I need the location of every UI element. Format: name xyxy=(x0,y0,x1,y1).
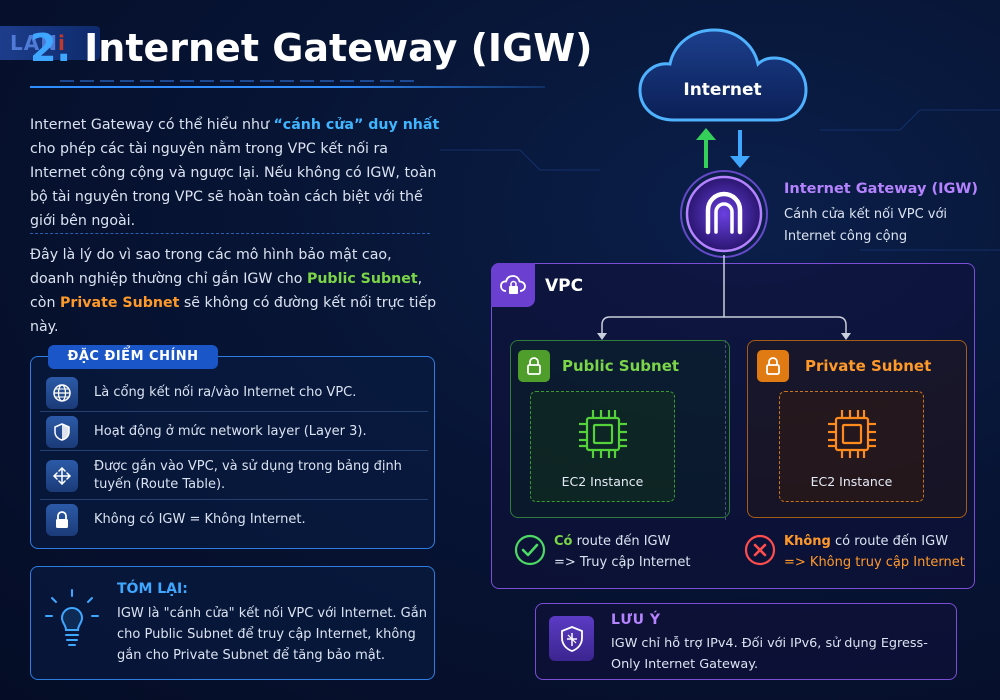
public-subnet-title: Public Subnet xyxy=(562,357,680,375)
feature-text: Là cổng kết nối ra/vào Internet cho VPC. xyxy=(94,384,357,400)
cpu-chip-icon xyxy=(828,410,876,458)
feature-item: Không có IGW = Không Internet. xyxy=(40,501,428,539)
internet-cloud-icon xyxy=(638,28,808,122)
logo: LANi xyxy=(10,31,66,55)
title-decoration xyxy=(60,76,430,86)
summary-title: TÓM LẠI: xyxy=(117,581,188,597)
logo-bar xyxy=(0,26,100,60)
igw-description: Cánh cửa kết nối VPC với Internet công c… xyxy=(784,207,948,244)
public-route-status: Có route đến IGW => Truy cập Internet xyxy=(554,534,691,570)
feature-text: Hoạt động ở mức network layer (Layer 3). xyxy=(94,423,367,439)
subnet-divider xyxy=(725,340,726,520)
x-circle-icon xyxy=(744,534,776,566)
intro-paragraph-1: Internet Gateway có thể hiểu như “cánh c… xyxy=(30,117,440,229)
private-subnet-title: Private Subnet xyxy=(805,357,932,375)
private-ec2-box xyxy=(779,391,924,502)
divider xyxy=(30,233,430,234)
lock-icon xyxy=(46,504,78,536)
feature-item: Hoạt động ở mức network layer (Layer 3). xyxy=(40,413,428,451)
note-panel xyxy=(535,603,957,680)
vpc-label: VPC xyxy=(545,276,584,296)
igw-gateway-icon xyxy=(680,170,768,258)
section-number: 2. xyxy=(30,26,71,70)
vpc-cloud-lock-icon xyxy=(491,263,535,307)
traffic-arrows xyxy=(696,128,750,168)
title-text: Internet Gateway (IGW) xyxy=(84,26,593,70)
public-ec2-label: EC2 Instance xyxy=(561,474,644,489)
private-ec2-label: EC2 Instance xyxy=(810,474,893,489)
shield-icon xyxy=(46,415,78,448)
note-title: LƯU Ý xyxy=(611,612,661,628)
cpu-chip-icon xyxy=(579,410,627,458)
private-route-status: Không có route đến IGW => Không truy cập… xyxy=(784,534,965,570)
public-ec2-box xyxy=(530,391,675,502)
feature-text: Không có IGW = Không Internet. xyxy=(94,512,306,527)
upload-arrow-icon xyxy=(696,128,716,168)
page-title: 2. Internet Gateway (IGW) xyxy=(30,26,593,70)
background-circuit-lines xyxy=(440,109,1000,251)
features-tag: ĐẶC ĐIỂM CHÍNH xyxy=(48,345,218,369)
internet-label: Internet xyxy=(683,80,762,100)
route-connector-lines xyxy=(597,255,851,340)
features-panel xyxy=(30,356,435,549)
summary-panel xyxy=(30,566,435,680)
title-underline xyxy=(30,86,545,88)
check-circle-icon xyxy=(514,534,546,566)
private-lock-icon xyxy=(757,350,789,382)
public-lock-icon xyxy=(518,350,550,382)
intro-paragraph-2: Đây là lý do vì sao trong các mô hình bả… xyxy=(30,247,437,335)
feature-item: Được gắn vào VPC, và sử dụng trong bảng … xyxy=(40,452,428,500)
feature-text: Được gắn vào VPC, và sử dụng trong bảng … xyxy=(94,458,402,492)
igw-title: Internet Gateway (IGW) xyxy=(784,181,979,197)
summary-text: IGW là "cánh cửa" kết nối VPC với Intern… xyxy=(117,606,427,663)
feature-item: Là cổng kết nối ra/vào Internet cho VPC. xyxy=(40,374,428,412)
lightbulb-icon xyxy=(45,589,99,646)
globe-icon xyxy=(46,376,78,409)
shield-network-icon xyxy=(549,616,594,661)
download-arrow-icon xyxy=(730,130,750,168)
note-text: IGW chỉ hỗ trợ IPv4. Đối với IPv6, sử dụ… xyxy=(611,636,928,672)
move-arrows-icon xyxy=(46,459,78,492)
